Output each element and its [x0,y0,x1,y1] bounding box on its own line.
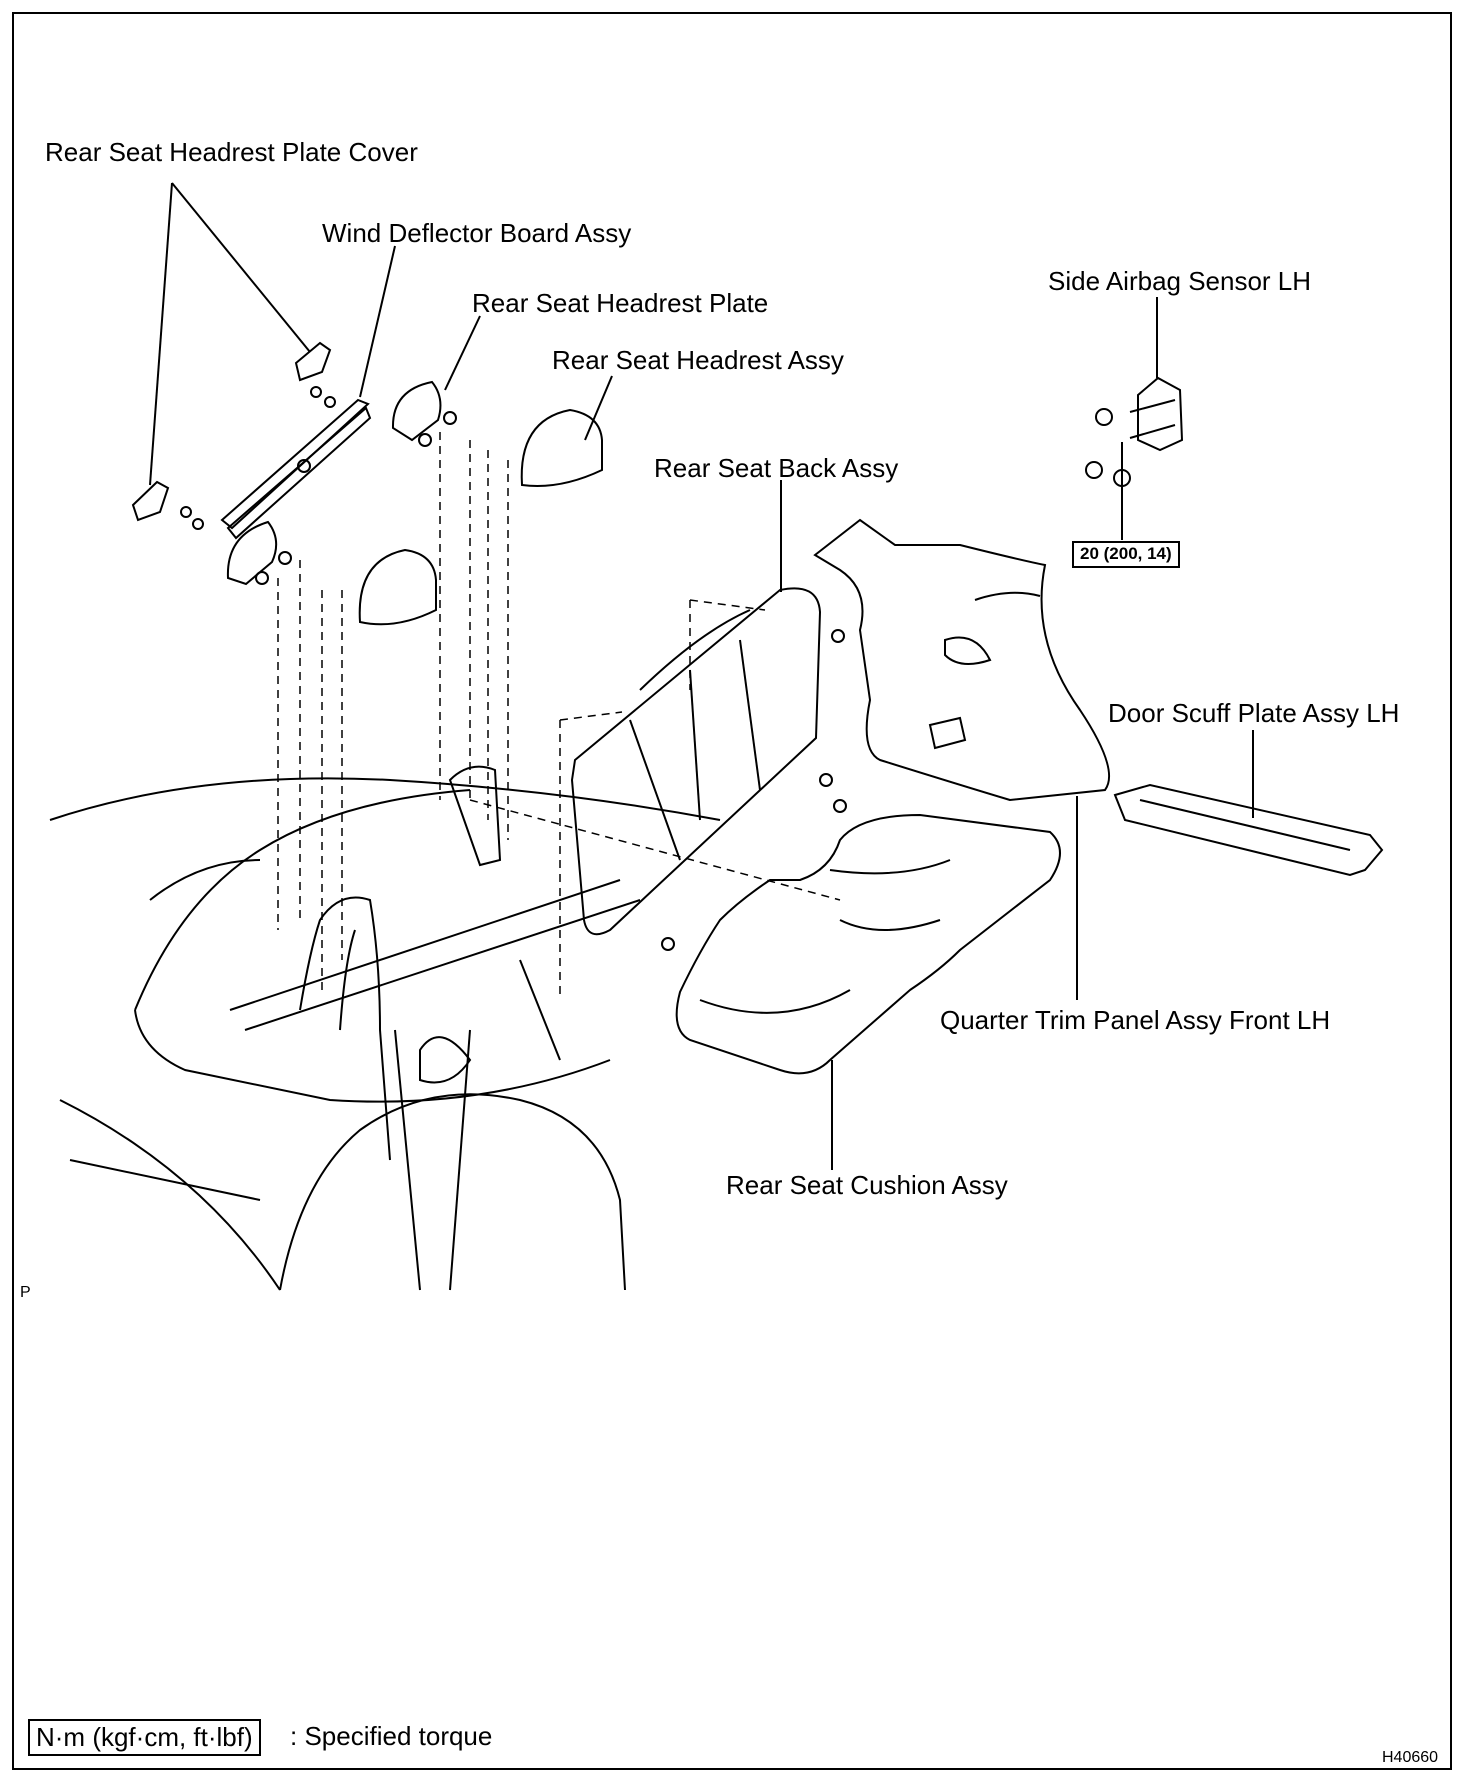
leader-lines [149,182,1254,1170]
door-scuff-plate-shape [1113,783,1384,877]
headrest-assy-shape [358,408,603,626]
label-rear-seat-headrest-plate-cover: Rear Seat Headrest Plate Cover [45,137,418,167]
alignment-dashes [277,432,841,1000]
side-airbag-sensor-shape [1085,376,1184,487]
label-rear-seat-back-assy: Rear Seat Back Assy [654,453,899,483]
rear-seat-back-shape [570,587,847,951]
quarter-trim-panel-shape [813,518,1111,802]
rear-seat-cushion-shape [675,813,1061,1075]
marker-p: P [20,1284,31,1301]
label-rear-seat-cushion-assy: Rear Seat Cushion Assy [726,1170,1008,1200]
label-side-airbag-sensor-lh: Side Airbag Sensor LH [1048,266,1312,296]
label-rear-seat-headrest-plate: Rear Seat Headrest Plate [472,288,769,318]
label-door-scuff-plate-assy-lh: Door Scuff Plate Assy LH [1108,698,1400,728]
diagram-frame [12,12,1452,1770]
label-rear-seat-headrest-assy: Rear Seat Headrest Assy [552,345,844,375]
label-quarter-trim-panel-assy-front-lh: Quarter Trim Panel Assy Front LH [940,1005,1331,1035]
wind-deflector-board-shape [180,386,372,540]
legend-torque-unit-box: N·m (kgf·cm, ft·lbf) [28,1719,261,1756]
headrest-plate-cover-shape [131,341,332,522]
torque-spec-box: 20 (200, 14) [1072,541,1180,568]
figure-code: H40660 [1382,1749,1439,1766]
label-wind-deflector-board-assy: Wind Deflector Board Assy [322,218,632,248]
headrest-plate-shape [226,380,457,586]
vehicle-body-outline [49,765,721,1291]
legend-torque-description: : Specified torque [290,1721,493,1751]
